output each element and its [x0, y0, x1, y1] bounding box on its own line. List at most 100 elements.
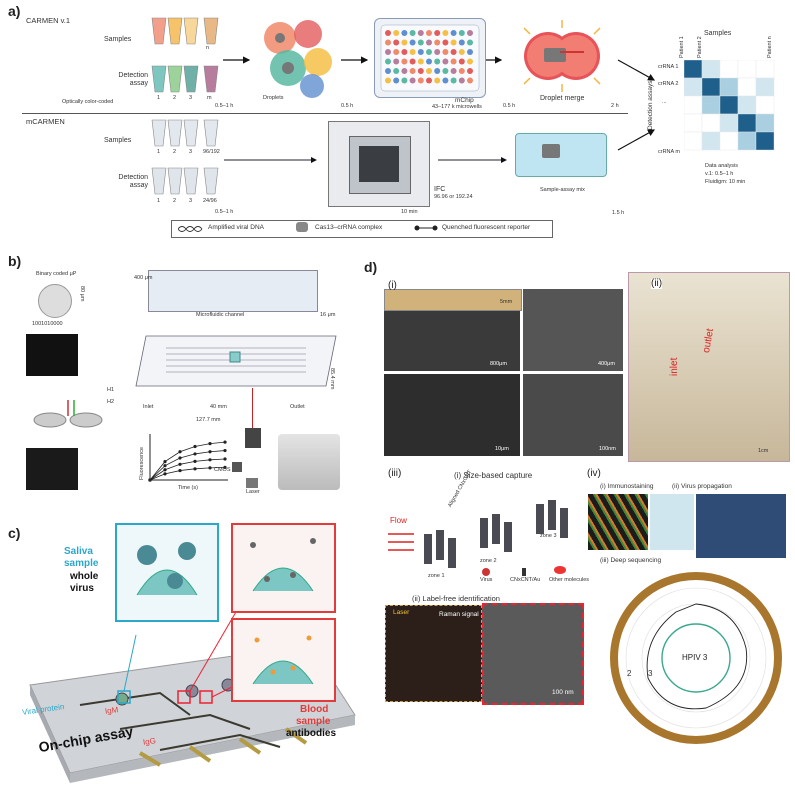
- microwell: [450, 58, 457, 65]
- heatmap-cell: [737, 60, 757, 79]
- heatmap-cell: [684, 113, 703, 133]
- microwell: [426, 30, 432, 36]
- heatmap-cell: [719, 113, 739, 133]
- tube-num: 2: [173, 95, 177, 101]
- heatmap-cell: [719, 131, 739, 151]
- cnx-icon: [522, 568, 526, 576]
- particle-micrograph: [26, 334, 78, 376]
- heatmap-row: crRNA m: [658, 149, 680, 155]
- flow-label: Flow: [390, 516, 407, 525]
- microwell: [467, 77, 473, 84]
- microwell: [434, 68, 441, 74]
- mcarmen-title: mCARMEN: [26, 117, 65, 126]
- microwell: [401, 39, 408, 46]
- carmen-tubes: [151, 17, 219, 93]
- microwell: [409, 68, 416, 74]
- objective-lens: [245, 428, 261, 448]
- microfluidic-chip: [135, 335, 337, 387]
- antibody-zoom-top: [231, 523, 336, 613]
- microwell: [450, 49, 457, 55]
- microwell: [458, 68, 465, 74]
- genome-num-3: 3: [648, 669, 653, 678]
- mm85-label: 85.4 mm: [329, 368, 335, 390]
- microwell: [458, 77, 465, 84]
- tube-num: 96/192: [203, 149, 220, 155]
- h1-label: H1: [107, 387, 115, 393]
- microwell: [442, 68, 449, 74]
- plot-point: [223, 448, 227, 453]
- outlet-label: Outlet: [290, 404, 305, 410]
- microwell: [417, 39, 424, 46]
- microwell: [385, 39, 391, 46]
- microwell: [417, 77, 424, 84]
- heatmap-cell: [755, 95, 775, 115]
- microwell: [434, 39, 441, 46]
- zone1-label: zone 1: [428, 573, 445, 579]
- microwell: [467, 49, 473, 55]
- sem-strip: [384, 289, 522, 311]
- microwell: [409, 77, 416, 84]
- microwell: [401, 68, 408, 74]
- time-label: 0.5 h: [503, 103, 516, 109]
- ifc-label: IFC: [434, 186, 446, 193]
- heatmap-cell: [701, 77, 721, 97]
- time-label: 0.5–1 h: [215, 103, 234, 109]
- immuno-label: (i) Immunostaining: [600, 483, 654, 490]
- microwell: [442, 77, 449, 84]
- heatmap-v1: v.1: 0.5–1 h: [705, 171, 734, 177]
- time-axis: Time (s): [178, 485, 198, 491]
- sem-cross-1: [384, 374, 520, 456]
- mm40-label: 40 mm: [210, 404, 227, 410]
- panel-label-d: d): [364, 259, 378, 275]
- heatmap-cell: [701, 113, 721, 133]
- heatmap-cell: [701, 131, 721, 151]
- plot-curve: [149, 441, 226, 481]
- tube-num: 1: [157, 149, 161, 155]
- microwell: [426, 39, 432, 46]
- microwell: [434, 30, 441, 36]
- droplets-label: Droplets: [263, 95, 284, 101]
- label-iv: (iv): [587, 468, 601, 479]
- microwell: [442, 49, 449, 55]
- plot-curve: [149, 466, 226, 481]
- virus-label: virus: [70, 583, 94, 594]
- scale-100nm-top: 100nm: [599, 446, 616, 452]
- time-label: 0.5 h: [341, 103, 354, 109]
- microwell: [426, 68, 432, 74]
- heatmap-cell: [684, 95, 703, 115]
- whole-label: whole: [70, 571, 99, 582]
- microwell: [458, 30, 465, 36]
- heatmap-cell: [737, 113, 757, 133]
- ifc-chip: [328, 121, 430, 207]
- tube-num: 2: [173, 198, 177, 204]
- plot-curve: [149, 458, 226, 481]
- heatmap-cell: [755, 77, 775, 97]
- microwell: [393, 68, 400, 74]
- tube-num: n: [206, 45, 210, 51]
- label-iii: (iii): [388, 468, 402, 479]
- sample-assay-mix-box: [515, 133, 607, 177]
- microwell: [409, 49, 416, 55]
- microwell: [401, 49, 408, 55]
- h2-label: H2: [107, 399, 115, 405]
- heatmap-row: ...: [662, 99, 667, 105]
- mchip-wells: [385, 30, 473, 84]
- microwell: [401, 30, 408, 36]
- plot-curve: [149, 450, 226, 481]
- heatmap-cell: [719, 95, 739, 115]
- blood-sample-label: sample: [296, 716, 331, 727]
- tube-num: 3: [189, 95, 193, 101]
- scale-5mm: 5mm: [500, 299, 513, 305]
- microwell: [434, 77, 441, 84]
- microwell: [442, 30, 449, 36]
- cmos-label: CMOS: [214, 467, 231, 473]
- microwell: [409, 39, 416, 46]
- microwell: [393, 77, 400, 84]
- hybridization-diagram: [28, 394, 108, 432]
- raman-text: Raman signal: [439, 611, 479, 618]
- laser-text: Laser: [393, 609, 410, 616]
- microwells-label: 43–177 k microwells: [432, 104, 482, 110]
- zone2-label: zone 2: [480, 558, 497, 564]
- microwell: [458, 58, 465, 65]
- tube-num: 24/96: [203, 198, 217, 204]
